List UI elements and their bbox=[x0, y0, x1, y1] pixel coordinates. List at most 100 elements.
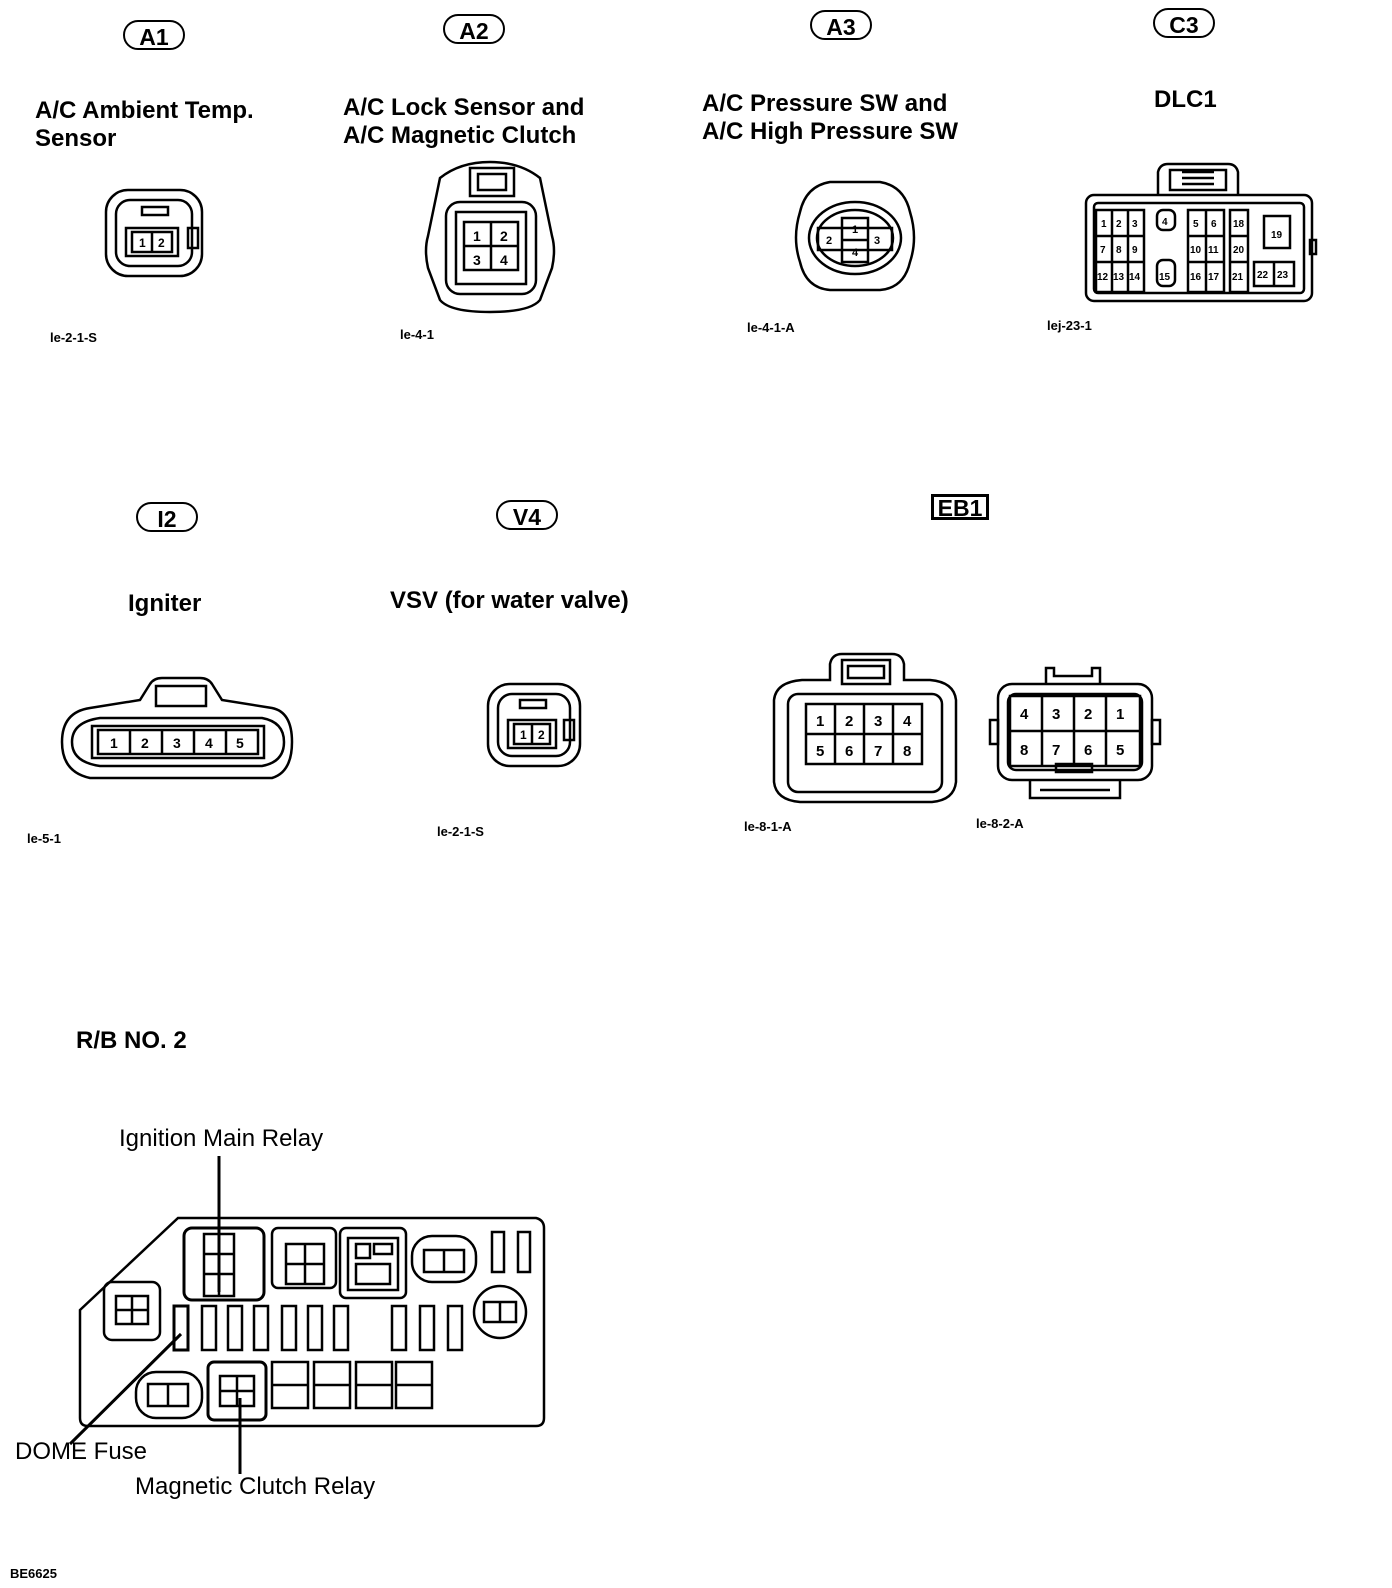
v4-pin: 2 bbox=[538, 728, 545, 742]
code-i2: le-5-1 bbox=[27, 831, 61, 846]
eb1-left-pin: 8 bbox=[903, 743, 911, 760]
eb1-left-pin: 5 bbox=[816, 743, 824, 760]
eb1-left-pin: 7 bbox=[874, 743, 882, 760]
a3-pin: 2 bbox=[826, 235, 832, 247]
c3-pin: 1 bbox=[1101, 219, 1107, 230]
c3-pin: 18 bbox=[1233, 219, 1245, 230]
connector-c3: 1 2 3 4 5 6 18 19 7 8 9 10 11 20 12 13 1… bbox=[1084, 162, 1318, 303]
figure-id: BE6625 bbox=[10, 1566, 57, 1581]
badge-a1: A1 bbox=[123, 20, 185, 50]
eb1-left-pin: 6 bbox=[845, 743, 853, 760]
a2-pin: 1 bbox=[473, 228, 481, 244]
badge-i2: I2 bbox=[136, 502, 198, 532]
connector-a1: 1 2 bbox=[104, 188, 204, 278]
a1-pins: 1 2 bbox=[139, 236, 165, 250]
badge-v4: V4 bbox=[496, 500, 558, 530]
title-i2: Igniter bbox=[128, 590, 202, 617]
c3-pin: 19 bbox=[1271, 230, 1283, 241]
c3-pin: 11 bbox=[1208, 245, 1219, 256]
i2-pin: 1 bbox=[110, 735, 118, 751]
title-a1-line1: A/C Ambient Temp. bbox=[35, 97, 254, 124]
badge-a2: A2 bbox=[443, 14, 505, 44]
c3-pin: 9 bbox=[1132, 245, 1138, 256]
code-v4: le-2-1-S bbox=[437, 824, 484, 839]
c3-pin: 10 bbox=[1190, 245, 1202, 256]
eb1-right-pin: 7 bbox=[1052, 742, 1060, 759]
c3-pin: 17 bbox=[1208, 272, 1220, 283]
connector-a3: 1 2 3 4 bbox=[794, 180, 916, 292]
c3-pins: 1 2 3 4 5 6 18 19 7 8 9 10 11 20 12 13 1… bbox=[1097, 217, 1289, 283]
c3-pin: 20 bbox=[1233, 245, 1245, 256]
title-a1: A/C Ambient Temp. Sensor bbox=[35, 97, 254, 153]
eb1-right-pin: 1 bbox=[1116, 706, 1124, 723]
dome-fuse bbox=[172, 1304, 190, 1352]
title-v4: VSV (for water valve) bbox=[390, 587, 629, 614]
c3-pin: 16 bbox=[1190, 272, 1202, 283]
a3-pins: 1 2 3 4 bbox=[826, 224, 880, 259]
c3-pin: 6 bbox=[1211, 219, 1217, 230]
i2-pin: 3 bbox=[173, 735, 181, 751]
title-a2: A/C Lock Sensor and A/C Magnetic Clutch bbox=[343, 94, 584, 150]
connector-a2: 1 2 3 4 bbox=[424, 160, 556, 314]
relay-block-title: R/B NO. 2 bbox=[76, 1027, 187, 1054]
title-a1-line2: Sensor bbox=[35, 125, 117, 152]
a2-pins: 1 2 3 4 bbox=[473, 228, 508, 268]
i2-pin: 4 bbox=[205, 735, 213, 751]
a3-pin: 3 bbox=[874, 235, 880, 247]
c3-pin: 23 bbox=[1277, 270, 1289, 281]
code-eb1-right: le-8-2-A bbox=[976, 816, 1024, 831]
a1-pin: 1 bbox=[139, 236, 146, 250]
c3-pin: 7 bbox=[1100, 245, 1106, 256]
code-a1: le-2-1-S bbox=[50, 330, 97, 345]
leader-dome bbox=[68, 1332, 183, 1446]
eb1-left-pin: 1 bbox=[816, 713, 824, 730]
a2-pin: 4 bbox=[500, 252, 508, 268]
i2-pins: 1 2 3 4 5 bbox=[110, 735, 244, 751]
title-a3: A/C Pressure SW and A/C High Pressure SW bbox=[702, 90, 958, 146]
eb1-left-pins: 1 2 3 4 5 6 7 8 bbox=[816, 713, 912, 760]
c3-pin: 8 bbox=[1116, 245, 1122, 256]
eb1-right-pins: 4 3 2 1 8 7 6 5 bbox=[1020, 706, 1124, 759]
eb1-left-pin: 2 bbox=[845, 713, 853, 730]
eb1-right-pin: 4 bbox=[1020, 706, 1029, 723]
c3-pin: 22 bbox=[1257, 270, 1269, 281]
title-a3-line1: A/C Pressure SW and bbox=[702, 90, 948, 117]
connector-i2: 1 2 3 4 5 bbox=[60, 676, 294, 780]
c3-pin: 12 bbox=[1097, 272, 1109, 283]
eb1-right-pin: 6 bbox=[1084, 742, 1092, 759]
eb1-right-pin: 5 bbox=[1116, 742, 1124, 759]
connector-v4: 1 2 bbox=[486, 682, 582, 768]
a2-pin: 2 bbox=[500, 228, 508, 244]
a1-pin: 2 bbox=[158, 236, 165, 250]
code-c3: lej-23-1 bbox=[1047, 318, 1092, 333]
c3-pin: 2 bbox=[1116, 219, 1122, 230]
relay-block-outline bbox=[78, 1216, 546, 1428]
c3-pin: 4 bbox=[1162, 217, 1168, 228]
eb1-left-pin: 3 bbox=[874, 713, 882, 730]
callout-magnetic-clutch-relay: Magnetic Clutch Relay bbox=[135, 1473, 376, 1500]
i2-pin: 5 bbox=[236, 735, 244, 751]
a3-pin: 1 bbox=[852, 224, 858, 236]
eb1-right-pin: 3 bbox=[1052, 706, 1060, 723]
code-eb1-left: le-8-1-A bbox=[744, 819, 792, 834]
c3-pin: 21 bbox=[1232, 272, 1244, 283]
code-a2: le-4-1 bbox=[400, 327, 434, 342]
code-a3: le-4-1-A bbox=[747, 320, 795, 335]
connector-eb1-right: 4 3 2 1 8 7 6 5 bbox=[988, 666, 1162, 800]
c3-pin: 5 bbox=[1193, 219, 1199, 230]
ignition-main-relay bbox=[182, 1226, 266, 1302]
relay-block-drawing bbox=[68, 1156, 546, 1474]
v4-pin: 1 bbox=[520, 728, 527, 742]
a3-pin: 4 bbox=[852, 247, 859, 259]
eb1-right-pin: 8 bbox=[1020, 742, 1028, 759]
eb1-left-pin: 4 bbox=[903, 713, 912, 730]
v4-pins: 1 2 bbox=[520, 728, 545, 742]
badge-a3: A3 bbox=[810, 10, 872, 40]
callout-dome-fuse: DOME Fuse bbox=[15, 1438, 148, 1465]
i2-pin: 2 bbox=[141, 735, 149, 751]
callout-ignition-main-relay: Ignition Main Relay bbox=[119, 1125, 324, 1152]
magnetic-clutch-relay bbox=[206, 1360, 268, 1422]
connector-eb1-left: 1 2 3 4 5 6 7 8 bbox=[772, 652, 958, 804]
title-c3: DLC1 bbox=[1154, 86, 1217, 113]
